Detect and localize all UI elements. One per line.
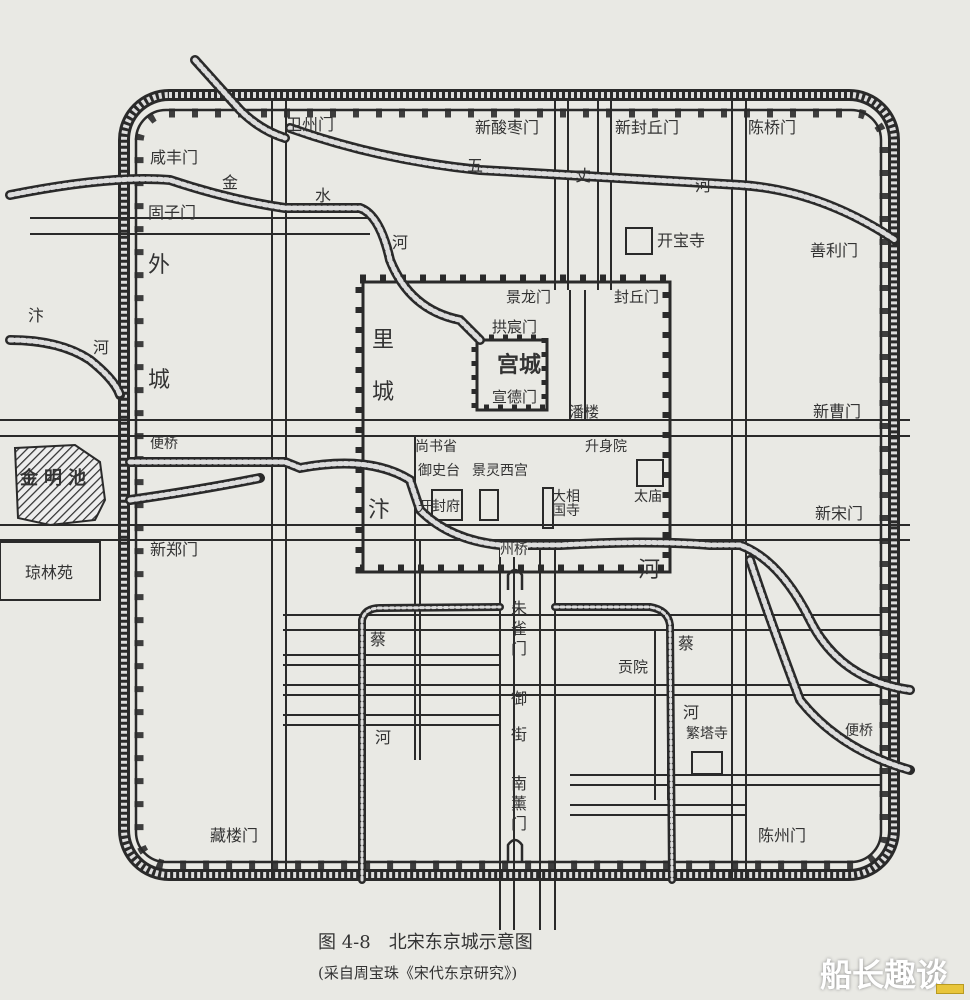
bian-river-outer-char-2: 河 — [93, 338, 110, 357]
gate-gongchen: 拱宸门 — [492, 318, 538, 336]
gate-xuande: 宣德门 — [492, 388, 538, 406]
gate-xinsong: 新宋门 — [815, 504, 864, 523]
cai-river-right-char-1: 蔡 — [678, 634, 695, 653]
outer-city-char-2: 城 — [148, 368, 171, 393]
zhouqiao-label: 州桥 — [500, 542, 528, 558]
gate-chenzhou: 陈州门 — [758, 826, 807, 845]
gate-weizhou: 卫州门 — [286, 115, 335, 134]
panlou-label: 潘楼 — [569, 403, 600, 421]
jinshui-river-char-3: 河 — [392, 233, 409, 252]
jinshui-river-char-1: 金 — [222, 173, 239, 192]
gate-fengqiu: 封丘门 — [614, 288, 660, 306]
gate-shanli: 善利门 — [810, 241, 859, 260]
bianqiao-east-label: 便桥 — [845, 723, 873, 739]
qionglin-garden-box — [0, 541, 101, 601]
gate-xinsuanzao: 新酸枣门 — [475, 118, 540, 137]
figure-caption: 图 4-8 北宋东京城示意图 — [318, 932, 533, 953]
gongyuan-label: 贡院 — [618, 658, 649, 676]
palace-wall — [471, 334, 549, 412]
fanta-temple-label: 繁塔寺 — [686, 726, 728, 742]
taimiao-label: 太庙 — [634, 489, 662, 505]
bianqiao-west-label: 便桥 — [150, 436, 178, 452]
xiangguo-temple-label: 大相国寺 — [552, 489, 580, 519]
watermark-badge — [936, 984, 964, 994]
bian-river-he-label: 河 — [638, 558, 661, 583]
kaifeng-fu-label: 开封府 — [418, 499, 460, 515]
gate-xinzheng: 新郑门 — [150, 540, 199, 559]
bian-river-inner-label: 汴 — [368, 498, 391, 523]
qionglin-garden-label: 琼林苑 — [25, 563, 74, 582]
cai-river-left-char-1: 蔡 — [370, 630, 387, 649]
gate-zhuque: 朱雀门 — [508, 600, 527, 660]
kaibao-temple-label: 开宝寺 — [657, 231, 706, 250]
wuzhang-river-char-3: 河 — [695, 176, 712, 195]
gate-guzi: 固子门 — [148, 203, 197, 222]
inner-wall — [355, 274, 672, 574]
wuzhang-river-char-2: 丈 — [575, 166, 592, 185]
inner-city-char-1: 里 — [372, 328, 395, 353]
gate-xianfeng: 咸丰门 — [150, 148, 199, 167]
outer-city-char-1: 外 — [148, 253, 171, 278]
shengshen-label: 升身院 — [585, 439, 627, 455]
yushitai-label: 御史台 — [418, 463, 460, 479]
jinming-pond — [13, 443, 107, 527]
jinming-pond-label: 金明池 — [20, 468, 92, 489]
cai-river-left-char-2: 河 — [375, 728, 392, 747]
inner-city-char-2: 城 — [372, 380, 395, 405]
gate-nanxun: 南薰门 — [508, 775, 527, 835]
gate-xinfengqiu: 新封丘门 — [615, 118, 680, 137]
buildings — [0, 227, 723, 775]
outer-moat — [118, 89, 900, 881]
jingling-label: 景灵西宫 — [472, 463, 528, 479]
palace-city-label: 宫城 — [497, 352, 542, 378]
yujie-label: 御街 — [508, 690, 527, 762]
cai-river-right-char-2: 河 — [683, 703, 700, 722]
figure-source: (采自周宝珠《宋代东京研究》) — [318, 964, 518, 982]
watermark: 船长趣谈 — [819, 956, 948, 994]
gate-canglou: 藏楼门 — [210, 826, 259, 845]
bian-river-outer-char-1: 汴 — [28, 306, 45, 325]
gate-chenqiao: 陈桥门 — [748, 118, 797, 137]
wuzhang-river-char-1: 五 — [467, 156, 484, 175]
rivers — [5, 55, 915, 884]
gate-jinglong: 景龙门 — [506, 288, 552, 306]
shangshu-label: 尚书省 — [415, 439, 457, 455]
gate-xincao: 新曹门 — [813, 402, 862, 421]
jinshui-river-char-2: 水 — [315, 186, 332, 205]
gate-arches — [506, 568, 524, 862]
